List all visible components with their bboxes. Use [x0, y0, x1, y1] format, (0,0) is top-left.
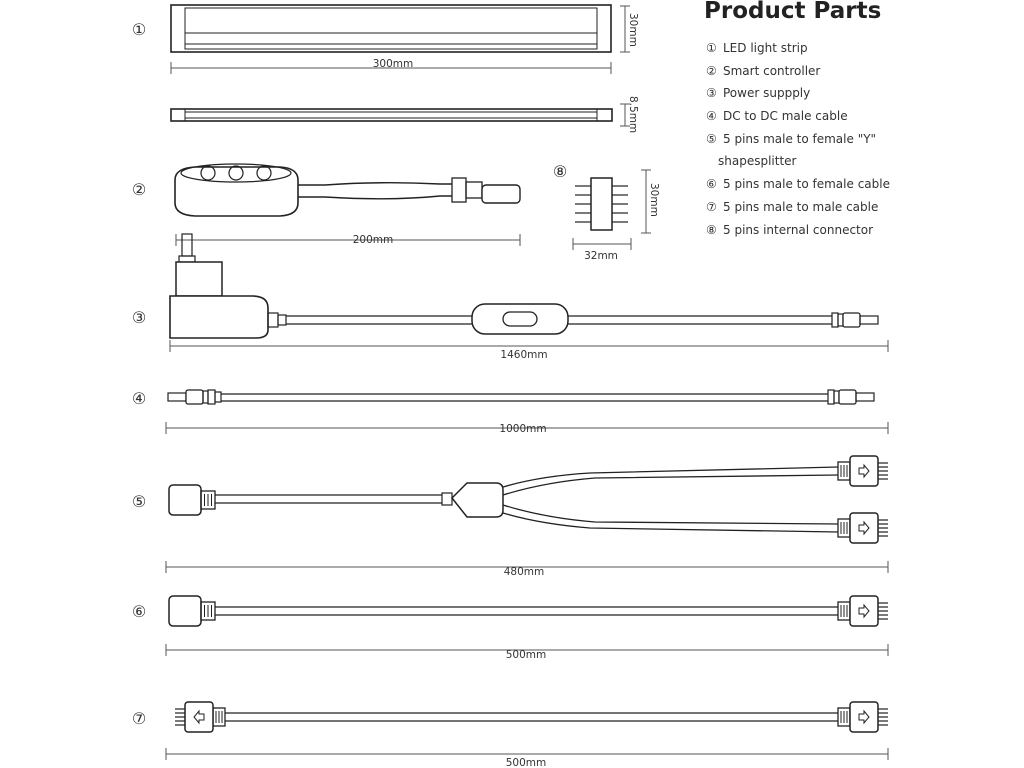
parts-list-item: ③ Power suppply [706, 82, 890, 105]
mf-cable-female-plug [168, 595, 216, 627]
parts-list-item: ⑥ 5 pins male to female cable [706, 173, 890, 196]
part-symbol: ⑦ [706, 199, 717, 214]
part-label: 5 pins male to female "Y" [723, 131, 877, 146]
strip-height-dimension [620, 5, 630, 53]
parts-list-item: ⑧ 5 pins internal connector [706, 219, 890, 242]
part-label: 5 pins male to male cable [723, 199, 879, 214]
dc-right-plug [827, 389, 875, 405]
item-number-4: ④ [132, 389, 146, 408]
part-label: 5 pins male to female cable [723, 177, 890, 192]
connector-width-dimension [572, 238, 632, 250]
mm-cable-dimension [165, 748, 889, 760]
part-symbol: ⑥ [706, 177, 717, 192]
parts-list-item-continued: shapesplitter [706, 150, 890, 173]
controller-cable-label: 200mm [353, 234, 394, 246]
parts-list-item: ② Smart controller [706, 60, 890, 83]
item-number-7: ⑦ [132, 709, 146, 728]
connector-width-label: 32mm [584, 250, 618, 262]
part-symbol: ⑤ [706, 131, 717, 146]
mm-cable [225, 712, 838, 722]
mf-cable-male-plug [837, 595, 889, 627]
part-symbol: ⑧ [706, 222, 717, 237]
power-dc-plug [831, 312, 879, 328]
mf-cable-label: 500mm [506, 649, 547, 661]
parts-list-item: ⑤ 5 pins male to female "Y" [706, 128, 890, 151]
part-symbol: ④ [706, 109, 717, 124]
strip-height-label: 30mm [627, 13, 639, 47]
led-strip-side [170, 108, 613, 122]
power-supply [169, 233, 832, 339]
controller-cable-dimension [175, 234, 521, 246]
parts-list-item: ① LED light strip [706, 37, 890, 60]
part-symbol: ③ [706, 86, 717, 101]
item-number-5: ⑤ [132, 492, 146, 511]
part-label: 5 pins internal connector [723, 222, 874, 237]
y-splitter-label: 480mm [504, 566, 545, 578]
dc-cable-dimension [165, 422, 889, 434]
parts-list-item: ⑦ 5 pins male to male cable [706, 196, 890, 219]
parts-list-item: ④ DC to DC male cable [706, 105, 890, 128]
internal-connector [575, 177, 628, 231]
parts-list: ① LED light strip ② Smart controller ③ Powe… [706, 37, 890, 241]
item-number-6: ⑥ [132, 602, 146, 621]
mf-cable-dimension [165, 644, 889, 656]
strip-length-dimension [170, 62, 612, 74]
part-symbol: ② [706, 63, 717, 78]
mm-cable-left-plug [174, 701, 226, 733]
mf-cable [215, 606, 838, 616]
mm-cable-right-plug [837, 701, 889, 733]
y-splitter-plug-bottom [837, 512, 889, 544]
smart-controller [174, 163, 521, 217]
part-label: Power suppply [723, 86, 811, 101]
item-number-2: ② [132, 180, 146, 199]
product-parts-title: Product Parts [704, 0, 882, 24]
part-label: Smart controller [723, 63, 821, 78]
power-cable-label: 1460mm [500, 349, 547, 361]
mm-cable-label: 500mm [506, 757, 547, 768]
item-number-8: ⑧ [553, 162, 567, 181]
led-strip-front [170, 4, 612, 53]
item-number-3: ③ [132, 308, 146, 327]
y-splitter-dimension [165, 561, 889, 573]
strip-length-label: 300mm [373, 58, 414, 70]
connector-height-label: 30mm [648, 183, 660, 217]
strip-thickness-dimension [620, 103, 630, 127]
part-symbol: ① [706, 41, 717, 55]
y-splitter-female-plug [168, 484, 216, 516]
connector-height-dimension [641, 169, 651, 234]
dc-cable-label: 1000mm [499, 423, 546, 435]
power-cable-dimension [169, 340, 889, 352]
y-splitter-plug-top [837, 455, 889, 487]
part-label: DC to DC male cable [723, 109, 848, 124]
part-label-continued: shapesplitter [718, 154, 797, 169]
strip-thickness-label: 8.5mm [627, 96, 639, 133]
part-label: LED light strip [723, 41, 808, 55]
y-splitter [215, 466, 839, 533]
item-number-1: ① [132, 20, 146, 39]
dc-cable [167, 389, 828, 405]
